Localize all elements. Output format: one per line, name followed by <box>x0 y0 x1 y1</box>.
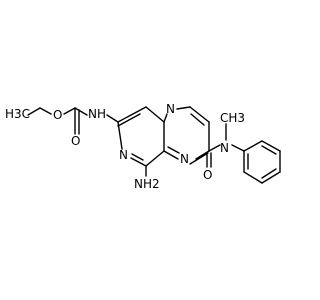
bond-n1-c2 <box>176 106 191 110</box>
bond-n4-c4a <box>163 150 179 160</box>
atom-ester-o: O <box>53 108 62 122</box>
atom-amide-n: N <box>220 141 229 155</box>
atom-amide-nh: NH <box>88 107 106 121</box>
bond-c5-n6-inner <box>131 153 144 161</box>
bonds <box>27 106 281 184</box>
atom-amine: NH2 <box>134 177 160 191</box>
bond-c2-c3 <box>189 106 210 123</box>
bond-ph-4 <box>261 171 281 184</box>
atom-pyridine-n: N <box>119 148 128 162</box>
bond-nh-ring <box>106 114 119 123</box>
bond-n-phenyl <box>231 144 245 152</box>
bond-c7-c8 <box>117 106 147 123</box>
bond-c2-c3-inner <box>190 113 205 126</box>
bond-c5-n6 <box>130 157 147 167</box>
bond-n4-c4a-inner <box>167 146 180 154</box>
bond-c8-c8a <box>145 106 165 123</box>
atom-ring-n-bottom: N <box>180 152 189 166</box>
bond-ph-1 <box>243 140 263 152</box>
bond-carbonyl-n <box>208 144 221 152</box>
bond-c-nh <box>74 107 88 116</box>
bond-ch3-ch2 <box>27 107 41 116</box>
bond-n6-c7 <box>117 121 123 150</box>
chemical-structure-diagram: H3C O O NH N N N NH2 N O CH3 <box>5 102 281 191</box>
bond-ph-5 <box>243 171 263 184</box>
bond-ph-inner-2 <box>261 168 277 179</box>
bond-ph-inner-1 <box>261 145 277 155</box>
atom-ring-n-top: N <box>166 102 175 116</box>
bond-o-c <box>63 107 76 115</box>
atom-amide-o: O <box>203 168 212 182</box>
bond-c8-c8a-inner <box>117 113 141 127</box>
atom-methyl: CH3 <box>220 111 245 125</box>
bond-c4a-c5 <box>145 150 165 167</box>
bond-ch2-o <box>39 107 52 115</box>
bond-ph-2 <box>261 140 281 152</box>
bond-c3-carbonylc <box>189 152 209 165</box>
bond-c8a-n1 <box>163 113 168 123</box>
atom-h3c: H3C <box>5 107 30 121</box>
atom-carbonyl-o-left: O <box>71 134 80 148</box>
atom-labels: H3C O O NH N N N NH2 N O CH3 <box>5 102 245 191</box>
